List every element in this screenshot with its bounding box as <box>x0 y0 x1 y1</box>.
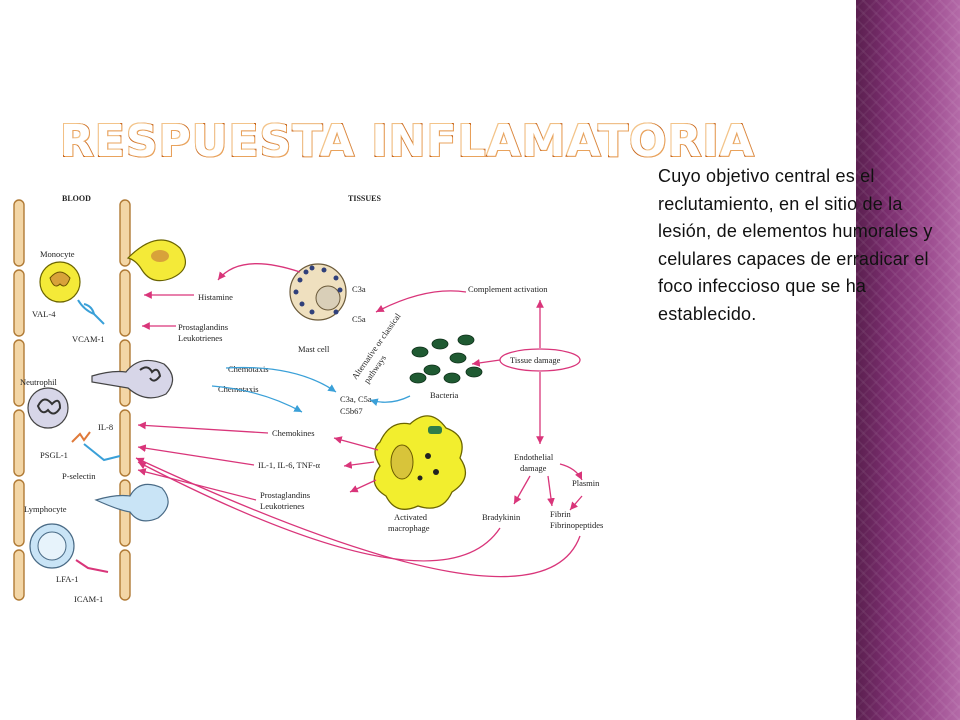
bradykinin-label: Bradykinin <box>482 512 521 522</box>
decorative-side-band <box>856 0 960 720</box>
lymphocyte-cell <box>29 523 75 569</box>
pselectin-label: P-selectin <box>62 471 96 481</box>
chemotaxis-label-1: Chemotaxis <box>228 364 269 374</box>
complement-activation-label: Complement activation <box>468 284 548 294</box>
pathway-arrows <box>135 263 583 578</box>
lymphocyte-migrating-icon <box>94 483 169 522</box>
val4-receptor-icon <box>77 299 105 325</box>
chemokines-label: Chemokines <box>272 428 315 438</box>
leukotrienes-label-2: Leukotrienes <box>260 501 304 511</box>
vcam1-label: VCAM-1 <box>72 334 105 344</box>
plasmin-label: Plasmin <box>572 478 600 488</box>
fibrinopeptides-label: Fibrinopeptides <box>550 520 603 530</box>
monocyte-label: Monocyte <box>40 249 75 259</box>
blood-vessel-wall-left <box>13 199 25 601</box>
monocyte-migrating-icon <box>126 239 187 282</box>
endothelial-label-1: Endothelial <box>514 452 554 462</box>
activated-macrophage-label-1: Activated <box>394 512 428 522</box>
mast-cell-label: Mast cell <box>298 344 330 354</box>
inflammatory-response-diagram: BLOOD TISSUES Monocyte VAL-4 VCAM-1 Neut… <box>13 194 603 604</box>
il8-icon <box>71 431 91 443</box>
cytokines-label: IL-1, IL-6, TNF-α <box>258 460 320 470</box>
bacteria-label: Bacteria <box>430 390 459 400</box>
c5a-label: C5a <box>352 314 366 324</box>
tissues-header: TISSUES <box>348 194 381 203</box>
slide-title: RESPUESTA INFLAMATORIA <box>59 115 755 168</box>
activated-macrophage-label-2: macrophage <box>388 523 430 533</box>
val4-label: VAL-4 <box>32 309 56 319</box>
monocyte-cell <box>39 261 81 303</box>
prostaglandins-label: Prostaglandins <box>178 322 228 332</box>
fibrin-label: Fibrin <box>550 509 572 519</box>
neutrophil-migrating-icon <box>91 359 174 399</box>
slide-description: Cuyo objetivo central es el reclutamient… <box>658 166 933 324</box>
activated-macrophage-cell <box>373 415 467 510</box>
leukotrienes-label: Leukotrienes <box>178 333 222 343</box>
mast-cell <box>289 263 347 321</box>
neutrophil-cell <box>27 387 69 429</box>
psgl1-label: PSGL-1 <box>40 450 68 460</box>
lfa1-label: LFA-1 <box>56 574 79 584</box>
neutrophil-label: Neutrophil <box>20 377 57 387</box>
endothelial-label-2: damage <box>520 463 547 473</box>
prostaglandins-label-2: Prostaglandins <box>260 490 310 500</box>
decorative-side-band-pattern <box>856 0 960 720</box>
lfa1-receptor-icon <box>75 559 109 573</box>
tissue-damage-label: Tissue damage <box>510 355 561 365</box>
pselectin-icon <box>83 443 121 462</box>
c3a-c5a-label: C3a, C5a <box>340 394 372 404</box>
blood-header: BLOOD <box>62 194 91 203</box>
c5b67-label: C5b67 <box>340 406 363 416</box>
icam1-label: ICAM-1 <box>74 594 103 604</box>
histamine-label: Histamine <box>198 292 233 302</box>
bacteria-icon <box>409 334 483 384</box>
lymphocyte-label: Lymphocyte <box>24 504 67 514</box>
c3a-label: C3a <box>352 284 366 294</box>
blood-vessel-wall-right <box>119 199 131 601</box>
il8-label: IL-8 <box>98 422 113 432</box>
